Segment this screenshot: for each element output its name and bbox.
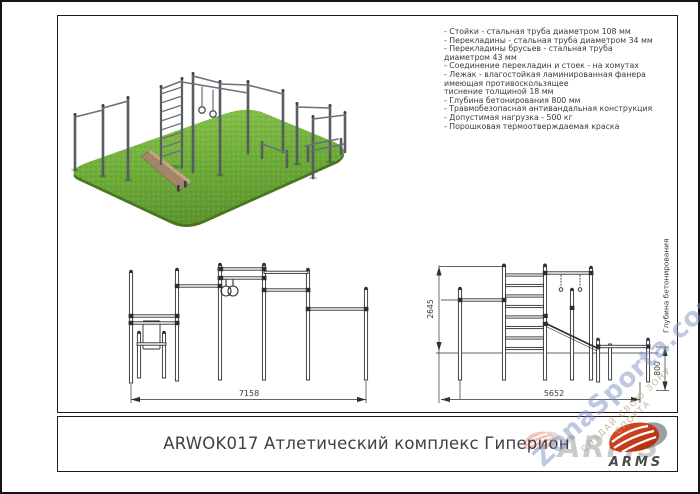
spec-line: - Соединение перекладин и стоек - на хом… bbox=[444, 61, 639, 71]
posts bbox=[128, 264, 369, 384]
grass-pad bbox=[73, 109, 345, 227]
ladder-rungs bbox=[505, 273, 544, 351]
spec-line: тиснение толщиной 18 мм bbox=[444, 87, 554, 97]
spec-line: - Перекладины брусьев - стальная труба bbox=[444, 44, 613, 54]
drawing-frame bbox=[57, 15, 678, 413]
foundation-depth-label: 800 bbox=[653, 361, 662, 376]
workout-equipment bbox=[71, 72, 347, 192]
incline-board bbox=[545, 323, 600, 352]
post-caps bbox=[458, 263, 650, 341]
front-elevation-drawing: 7158 bbox=[128, 262, 369, 403]
spec-line: имеющая противоскользящее bbox=[444, 78, 569, 88]
side-elevation-drawing: 2645 5652 800 Глубина бетонирования bbox=[426, 239, 671, 403]
front-width-label: 7158 bbox=[239, 389, 259, 398]
posts bbox=[457, 265, 651, 383]
width-dimension bbox=[441, 380, 641, 403]
foundation-depth-dimension bbox=[656, 346, 669, 391]
gymnastic-rings bbox=[198, 86, 217, 118]
spec-line: - Порошковая термоотверждаемая краска bbox=[444, 121, 620, 131]
arms-hand-watermark-icon bbox=[524, 431, 560, 451]
side-height-label: 2645 bbox=[426, 299, 435, 318]
hanging-chains bbox=[558, 275, 583, 292]
spec-list: - Стойки - стальная труба диаметром 108 … bbox=[444, 27, 682, 131]
steel-posts bbox=[73, 72, 347, 182]
spec-line: - Допустимая нагрузка - 500 кг bbox=[444, 112, 573, 122]
spec-line: диаметром 43 мм bbox=[444, 52, 517, 62]
post-caps bbox=[73, 72, 347, 118]
page-title: ARWOK017 Атлетический комплекс Гиперион bbox=[163, 434, 570, 453]
side-width-label: 5652 bbox=[544, 389, 564, 398]
arms-logo-text: ARMS bbox=[608, 455, 663, 470]
title-block-frame bbox=[57, 416, 678, 472]
arms-hand-icon bbox=[609, 422, 668, 453]
bench-board bbox=[142, 320, 161, 350]
bars bbox=[459, 271, 649, 349]
spec-line: - Стойки - стальная труба диаметром 108 … bbox=[444, 27, 631, 36]
product-3d-render bbox=[71, 72, 347, 227]
foundation-axis-label: Глубина бетонирования bbox=[662, 239, 671, 333]
spec-line: - Травмобезопасная антивандальная констр… bbox=[444, 104, 653, 114]
height-dimension bbox=[436, 265, 502, 403]
arms-logo: ARMS bbox=[608, 422, 668, 470]
incline-bench bbox=[140, 150, 191, 192]
spec-line: - Перекладины - стальная труба диаметром… bbox=[444, 35, 653, 45]
post-caps bbox=[129, 262, 368, 334]
width-dimension bbox=[130, 381, 367, 403]
clamps bbox=[128, 266, 369, 326]
spec-line: - Лежак - влагостойкая ламинированная фа… bbox=[444, 69, 646, 79]
crossbars bbox=[74, 75, 346, 154]
rings bbox=[220, 279, 239, 297]
swedish-ladder bbox=[159, 77, 184, 170]
spec-line: - Глубина бетонирования 800 мм bbox=[444, 95, 581, 105]
clamps bbox=[457, 270, 651, 349]
